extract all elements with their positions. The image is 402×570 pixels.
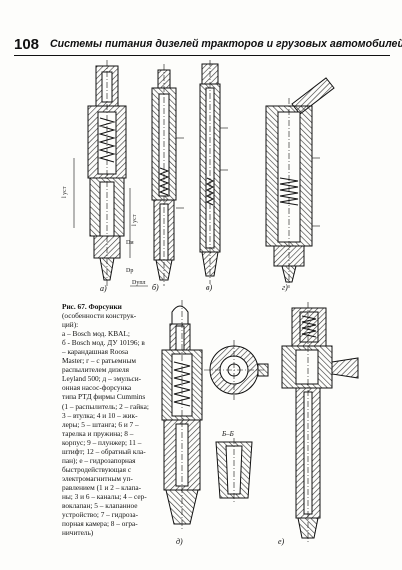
caption-line: Master; г – с ратьемным <box>62 356 136 366</box>
caption-line: пан); е – гидрозапорная <box>62 455 136 465</box>
injector-b <box>151 64 184 286</box>
caption-line: типа PTД фирмы Cummins <box>62 392 146 402</box>
svg-text:Dупл: Dупл <box>132 280 146 286</box>
caption-line: ничитель) <box>62 528 94 538</box>
figure-caption: Рис. 67. Форсунки (особенности конструк-… <box>62 302 154 537</box>
caption-line: воклапан; 5 – клапанное <box>62 501 138 511</box>
caption-line: быстродействующая с <box>62 464 132 474</box>
injector-d <box>161 300 203 530</box>
caption-line: порная камера; 8 – огра- <box>62 519 138 529</box>
svg-text:б): б) <box>152 283 159 292</box>
caption-title: Рис. 67. Форсунки <box>62 302 122 311</box>
caption-line: леры; 5 – штанга; 6 и 7 – <box>62 419 139 429</box>
figure-bottom-injectors: д) Б–Б е) <box>161 300 359 546</box>
caption-line: штифт; 12 – обратный кла- <box>62 446 146 456</box>
caption-line: равлением (1 и 2 – клапа- <box>62 482 142 492</box>
caption-line: электромагнитным уп- <box>62 473 133 483</box>
caption-line: корпус; 9 – плунжер; 11 – <box>62 437 142 447</box>
svg-text:е): е) <box>278 537 285 546</box>
caption-line: 3 – втулка; 4 и 10 – жик- <box>62 410 138 420</box>
injector-a: l уст l уст Dи Dр Dупл <box>62 60 148 288</box>
svg-text:l уст: l уст <box>62 186 68 198</box>
svg-text:в): в) <box>206 283 212 292</box>
caption-line: а – Bosch мод. KBAL; <box>62 329 130 339</box>
caption-line: Leyland 500; д – эмульси- <box>62 374 142 384</box>
caption-line: ций): <box>62 320 79 330</box>
svg-text:Dр: Dр <box>126 268 133 274</box>
injector-g <box>265 77 335 288</box>
section-label: Б–Б <box>221 430 234 438</box>
svg-text:г): г) <box>282 283 288 292</box>
injector-e <box>281 302 359 544</box>
svg-text:д): д) <box>176 537 183 546</box>
caption-line: онная насос-форсунка <box>62 383 132 393</box>
caption-line: устройство; 7 – гидроза- <box>62 510 139 520</box>
injector-v <box>199 60 228 284</box>
caption-line: – карандашная Roosa <box>62 347 129 357</box>
section-b-b <box>215 438 253 504</box>
page-number: 108 <box>14 36 40 53</box>
svg-text:l уст: l уст <box>132 214 138 226</box>
caption-line: б - Bosch мод. ДУ 10196; в <box>62 338 145 348</box>
svg-text:а): а) <box>100 284 107 293</box>
caption-line: ны; 3 и 6 – каналы; 4 – сер- <box>62 491 147 501</box>
caption-line: распылителем дизеля <box>62 365 129 375</box>
running-title: Системы питания дизелей тракторов и груз… <box>50 38 402 50</box>
caption-line: (особенности конструк- <box>62 311 137 321</box>
svg-text:Dи: Dи <box>126 240 134 246</box>
figure-top-injectors: l уст l уст Dи Dр Dупл а) б) в) <box>62 60 335 293</box>
page-header: 108 Системы питания дизелей тракторов и … <box>14 35 402 56</box>
caption-line: (1 – распылитель; 2 – гайка; <box>62 401 149 411</box>
caption-line: тарелка и пружина; 8 – <box>62 428 134 438</box>
cross-section <box>204 340 269 400</box>
